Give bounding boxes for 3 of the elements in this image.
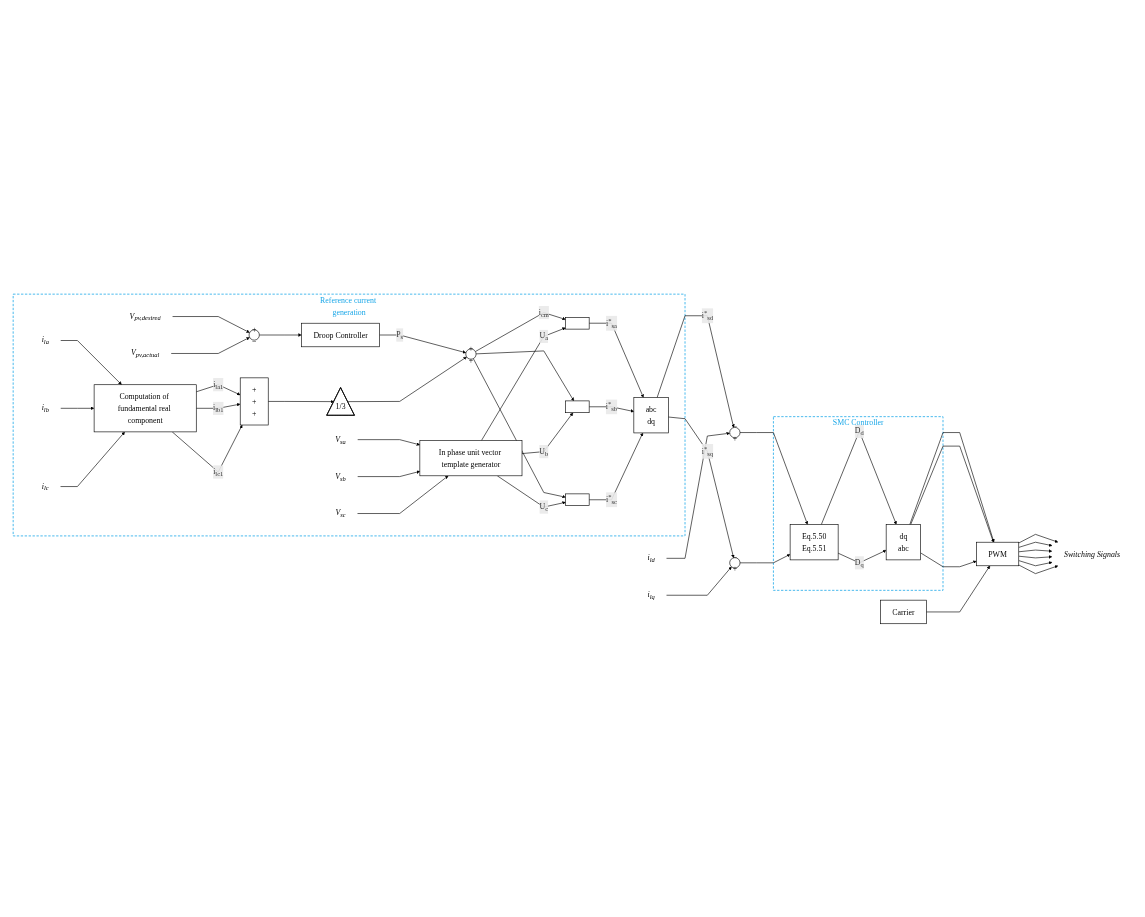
node-box	[565, 316, 590, 329]
node-box	[565, 400, 590, 413]
node-box	[565, 493, 590, 506]
